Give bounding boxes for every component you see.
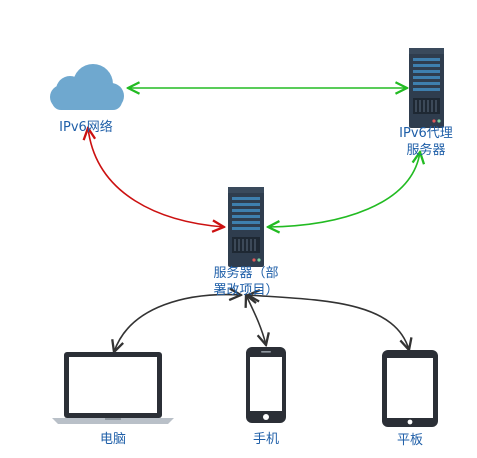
proxy-label-line1: IPv6代理 [399,126,453,141]
tablet-label: 平板 [396,433,423,448]
laptop-icon[interactable] [52,352,174,424]
server-label-line1: 服务器（部 [213,266,279,281]
edge-server-phone [246,295,266,345]
computer-label: 电脑 [99,432,126,447]
edge-proxy-server [268,152,420,227]
proxy-server-icon[interactable] [409,48,444,128]
tablet-icon[interactable] [382,350,438,427]
ipv6-network-label: IPv6网络 [59,120,113,135]
main-server-icon[interactable] [228,187,264,267]
phone-icon[interactable] [246,347,286,423]
edge-network-server [88,128,224,227]
edge-server-tablet [248,295,409,350]
cloud-icon[interactable] [50,64,124,110]
phone-label: 手机 [252,432,279,447]
proxy-label-line2: 服务器 [406,143,446,158]
edge-server-computer [114,295,241,352]
server-label-line2: 署改项目） [213,283,279,298]
